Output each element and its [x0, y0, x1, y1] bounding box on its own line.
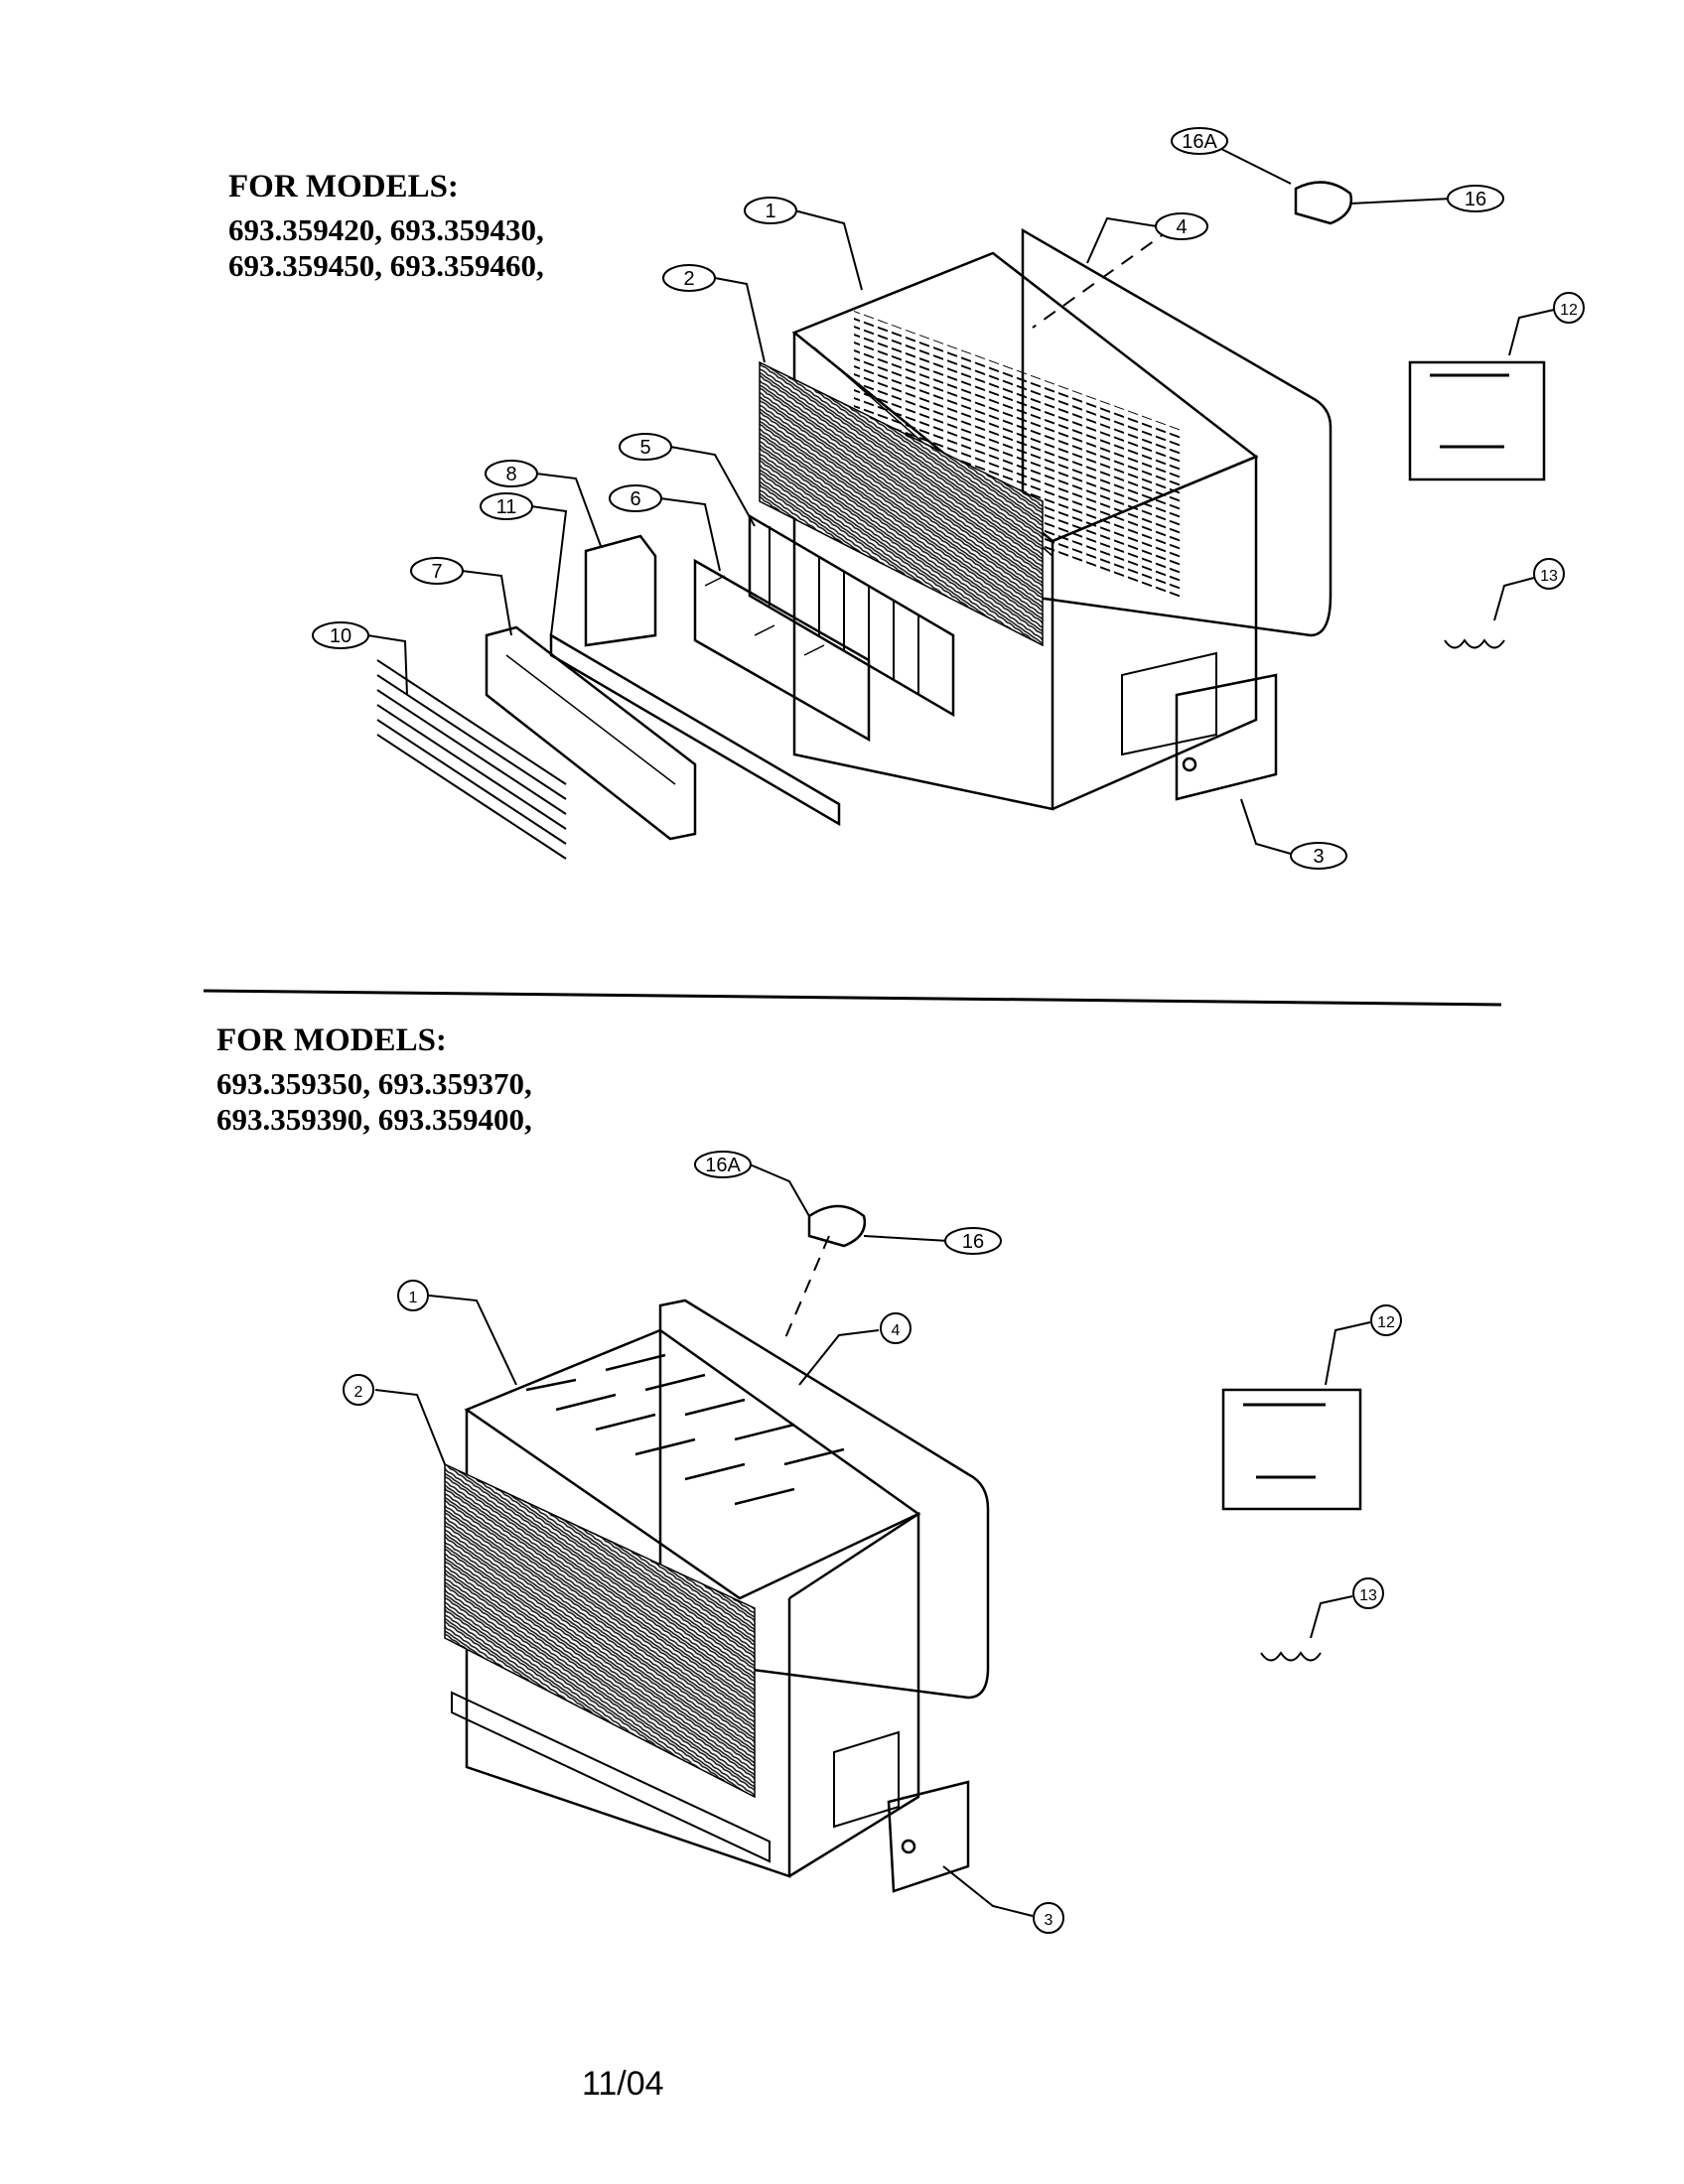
svg-text:4: 4 [1176, 216, 1187, 238]
svg-text:16A: 16A [705, 1155, 741, 1176]
svg-text:13: 13 [1359, 1587, 1377, 1604]
svg-text:16: 16 [962, 1231, 984, 1253]
top-access-door [1175, 673, 1278, 801]
top-callout-12: 12 [1553, 292, 1585, 324]
date-code: 11/04 [582, 2065, 664, 2103]
bottom-callout-3: 3 [1033, 1902, 1064, 1934]
top-models-line2: 693.359450, 693.359460, [228, 248, 544, 283]
svg-text:1: 1 [765, 201, 775, 222]
bottom-callouts: 16A 16 1 4 2 12 13 3 [343, 1151, 1402, 1934]
top-bottom-rail [549, 632, 841, 827]
bottom-heading: FOR MODELS: [216, 1023, 447, 1058]
top-callout-4: 4 [1155, 212, 1208, 240]
svg-text:12: 12 [1560, 302, 1578, 319]
svg-text:5: 5 [639, 437, 650, 459]
bottom-spring [1260, 1651, 1322, 1662]
top-spring [1444, 638, 1505, 649]
top-heading: FOR MODELS: [228, 169, 459, 205]
top-louver-assembly [748, 513, 955, 718]
bottom-back-panel [658, 1298, 990, 1700]
svg-text:8: 8 [505, 464, 516, 485]
top-callout-1: 1 [744, 197, 797, 224]
bottom-models-line1: 693.359350, 693.359370, [216, 1066, 532, 1101]
top-models-header: FOR MODELS: 693.359420, 693.359430, 693.… [228, 169, 544, 284]
bottom-callout-13: 13 [1352, 1577, 1384, 1609]
bottom-cabinet-side [788, 1511, 920, 1878]
bottom-models-header: FOR MODELS: 693.359350, 693.359370, 693.… [216, 1023, 532, 1138]
svg-text:2: 2 [354, 1384, 363, 1401]
svg-text:2: 2 [683, 268, 694, 290]
svg-text:1: 1 [409, 1290, 418, 1306]
svg-text:11: 11 [496, 496, 517, 518]
bottom-callout-16: 16 [944, 1227, 1002, 1255]
svg-text:12: 12 [1377, 1314, 1395, 1331]
top-trim-frame [485, 625, 697, 841]
bottom-diagram [374, 1163, 1371, 1917]
bottom-callout-1: 1 [397, 1280, 429, 1311]
svg-text:4: 4 [892, 1322, 901, 1339]
svg-text:16: 16 [1465, 189, 1486, 210]
top-diagram [366, 148, 1555, 860]
svg-text:10: 10 [330, 625, 351, 647]
bottom-callout-12: 12 [1370, 1304, 1402, 1336]
svg-text:3: 3 [1313, 846, 1324, 868]
top-back-panel [1021, 227, 1333, 637]
bottom-mesh-screen [444, 1462, 756, 1799]
top-callout-10: 10 [312, 621, 369, 649]
bottom-access-door [887, 1780, 970, 1893]
svg-text:6: 6 [630, 488, 640, 510]
top-callout-16a: 16A [1171, 127, 1228, 155]
top-callouts: 16A 16 1 4 2 12 5 8 6 11 7 13 10 3 [312, 127, 1585, 870]
svg-text:7: 7 [431, 561, 442, 583]
svg-text:13: 13 [1540, 568, 1558, 585]
top-vent-cap [1294, 181, 1353, 225]
top-callout-5: 5 [619, 433, 672, 461]
top-mesh-screen [759, 360, 1044, 647]
bottom-callout-4: 4 [880, 1312, 912, 1344]
svg-text:16A: 16A [1182, 131, 1217, 153]
bottom-control-panel [1221, 1388, 1362, 1511]
top-callout-2: 2 [662, 264, 716, 292]
top-callout-6: 6 [609, 484, 662, 512]
top-callout-3: 3 [1290, 842, 1347, 870]
top-callout-13: 13 [1533, 558, 1565, 590]
top-callout-16: 16 [1447, 185, 1504, 212]
top-callout-8: 8 [485, 460, 538, 487]
bottom-vent-cap [807, 1204, 867, 1248]
top-grille [376, 659, 567, 860]
top-models-line1: 693.359420, 693.359430, [228, 212, 544, 247]
top-callout-7: 7 [410, 557, 464, 585]
bottom-callout-2: 2 [343, 1374, 374, 1406]
top-cabinet-slots [854, 311, 1182, 600]
section-divider [203, 989, 1502, 1007]
bottom-models-line2: 693.359390, 693.359400, [216, 1102, 532, 1137]
svg-text:3: 3 [1045, 1912, 1053, 1929]
top-glass-panel [693, 558, 871, 743]
top-control-panel [1408, 360, 1546, 481]
top-callout-11: 11 [480, 492, 533, 520]
bottom-callout-16a: 16A [694, 1151, 752, 1178]
top-bracket [584, 534, 657, 647]
